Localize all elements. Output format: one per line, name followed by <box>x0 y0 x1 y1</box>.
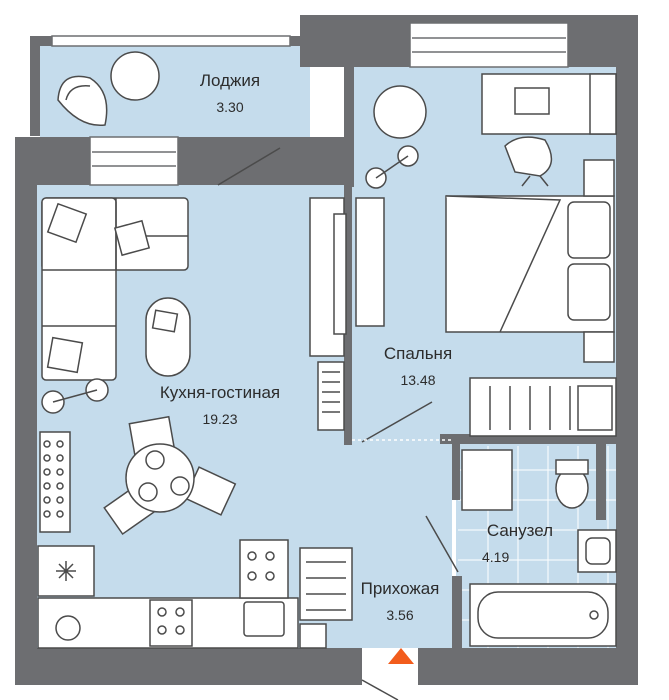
windows <box>51 22 569 186</box>
sink-bathroom <box>577 529 617 573</box>
toilet-icon <box>555 459 589 509</box>
hallway-floor <box>352 440 452 648</box>
desk-icon <box>481 73 617 187</box>
bathtub-icon <box>469 583 617 647</box>
doors <box>217 147 459 700</box>
window-bedroom <box>409 22 569 68</box>
room-name: Санузел <box>486 521 554 540</box>
tv-unit <box>309 197 347 431</box>
bedroom-wardrobe <box>469 377 617 437</box>
kitchen-units <box>37 431 299 649</box>
room-label-bathroom: Санузел 4.19 <box>470 521 570 565</box>
door-entrance <box>361 679 399 700</box>
room-name: Прихожая <box>360 579 440 598</box>
entrance-arrow-icon <box>388 648 414 664</box>
bathroom-tiles <box>458 446 616 648</box>
room-name: Кухня-гостиная <box>159 383 281 402</box>
room-area: 3.30 <box>216 99 244 115</box>
room-area: 13.48 <box>400 372 436 388</box>
room-name: Спальня <box>383 344 453 363</box>
room-label-hallway: Прихожая 3.56 <box>350 579 450 623</box>
room-area: 4.19 <box>482 549 510 565</box>
room-name: Лоджия <box>199 71 261 90</box>
wardrobe-icon <box>299 547 353 649</box>
door-loggia <box>217 147 281 186</box>
bathroom-fixtures <box>461 449 617 647</box>
coffee-table <box>145 297 191 377</box>
room-label-loggia: Лоджия 3.30 <box>185 71 275 115</box>
window-kitchen <box>89 136 179 186</box>
room-area: 3.56 <box>386 607 414 623</box>
bed-icon <box>445 159 615 363</box>
door-bathroom <box>425 515 459 573</box>
door-bedroom <box>361 401 433 443</box>
sink-icon <box>243 601 285 637</box>
dining-table-icon <box>103 415 237 536</box>
armchair-icon <box>57 51 160 127</box>
walls <box>15 15 638 685</box>
window-loggia <box>51 35 291 47</box>
bike-icon-kitchen <box>41 378 109 414</box>
sofa-icon <box>41 197 189 381</box>
wardrobe-bedroom-side <box>355 197 385 327</box>
room-area: 19.23 <box>202 411 238 427</box>
room-label-bedroom: Спальня 13.48 <box>368 344 468 388</box>
bike-icon-bedroom <box>365 85 427 189</box>
room-label-kitchen-living: Кухня-гостиная 19.23 <box>140 383 300 427</box>
